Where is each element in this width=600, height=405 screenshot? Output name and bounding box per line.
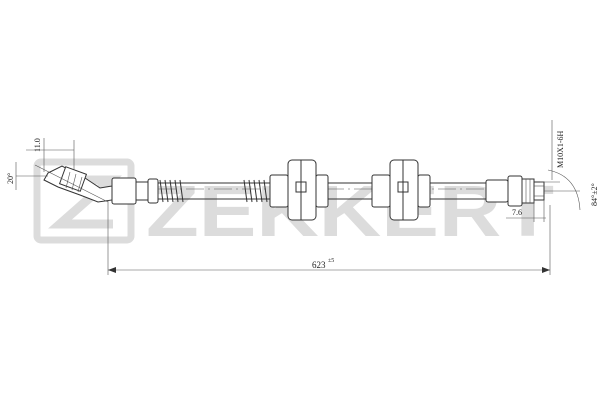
mounting-bracket-2 (371, 159, 431, 221)
offset-dimension: 7.6 (506, 200, 546, 222)
overall-length-label: 623 (312, 260, 326, 270)
left-crimp-sleeve (111, 177, 159, 205)
thread-label: M10X1-6H (556, 130, 565, 168)
left-end-fitting (34, 164, 113, 203)
end-length-label: 11.0 (33, 138, 42, 152)
end-angle-label: 20° (6, 173, 15, 184)
thread-callout: M10X1-6H (540, 120, 565, 183)
spring-guard-middle (243, 179, 268, 203)
flare-angle-label: 84°±2° (590, 183, 599, 206)
right-crimp-sleeve (485, 175, 523, 207)
end-angle-dimension: 20° (6, 162, 48, 190)
flare-angle-dimension: 84°±2° (544, 169, 599, 211)
right-end-fitting (521, 178, 545, 204)
spring-guard-left (159, 179, 184, 203)
overall-length-dimension: 623 ±5 (107, 200, 551, 275)
overall-length-tolerance: ±5 (328, 258, 334, 264)
mounting-bracket-1 (269, 159, 329, 221)
end-length-dimension: 11.0 (26, 138, 75, 172)
offset-label: 7.6 (512, 208, 522, 217)
